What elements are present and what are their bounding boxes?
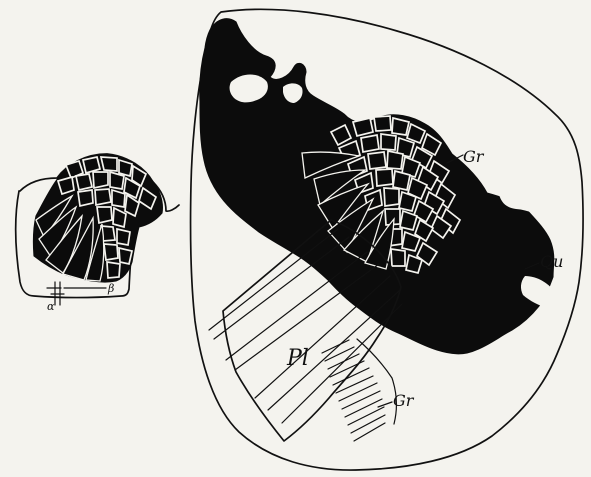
label-qu: Qu: [540, 252, 563, 271]
label-gr-lower: Gr: [393, 391, 415, 410]
label-alpha: α: [47, 300, 55, 313]
label-beta: β: [107, 282, 114, 295]
label-gr-upper: Gr: [463, 147, 485, 166]
label-pl: Pl: [286, 346, 309, 371]
